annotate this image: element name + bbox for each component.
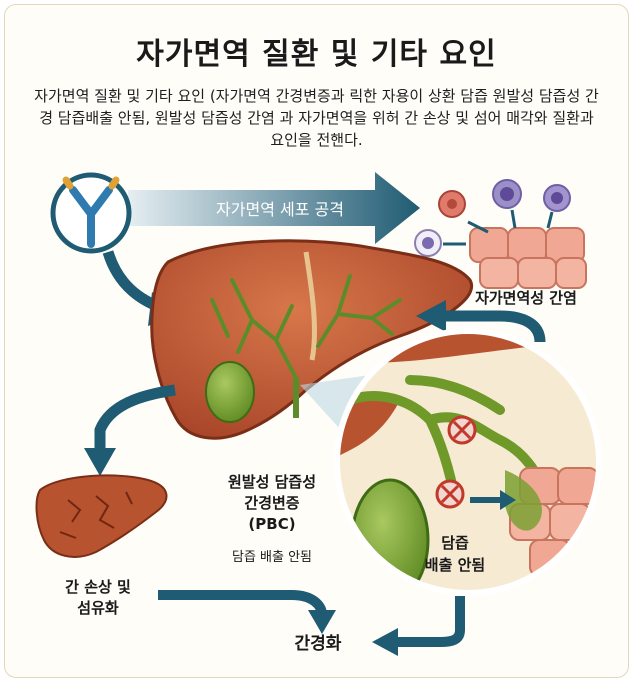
bile-label-line2: 배출 안됨	[425, 556, 485, 574]
pbc-note: 담즙 배출 안됨	[232, 550, 312, 565]
bile-duct-zoom	[334, 328, 602, 596]
cirrhosis-label: 간경화	[295, 634, 342, 654]
damaged-liver	[35, 474, 168, 558]
immune-attack-label: 자가면역 세포 공격	[216, 200, 344, 219]
damage-label-line1: 간 손상 및	[65, 578, 131, 596]
arrow-zoom-to-cirrhosis	[392, 596, 465, 647]
pbc-label-line1: 원발성 담즙성	[228, 473, 316, 491]
hepatocyte-cluster-top	[443, 209, 587, 289]
pbc-label-line2: 간경변증	[244, 494, 299, 512]
blocked-duct-icon	[435, 415, 477, 509]
liver-main	[150, 239, 474, 440]
autoimmune-hepatitis-label: 자가면역성 간염	[475, 289, 577, 307]
page-subtitle: 자가면역 질환 및 기타 요인 (자가면역 간경변증과 릭한 자용이 상환 담즙…	[34, 87, 599, 149]
arrow-zoom-to-liver	[440, 310, 546, 343]
antibody-icon	[50, 172, 132, 254]
immune-attack-arrow	[128, 172, 420, 244]
pbc-label-line3: (PBC)	[248, 515, 295, 533]
page-title: 자가면역 질환 및 기타 요인	[136, 37, 497, 72]
bile-label-line1: 담즙	[441, 534, 469, 552]
arrow-to-damage	[94, 384, 176, 455]
damage-label-line2: 섬유화	[77, 599, 119, 617]
arrow-damage-to-cirrhosis	[158, 590, 327, 616]
immune-cell-icon	[414, 179, 571, 257]
